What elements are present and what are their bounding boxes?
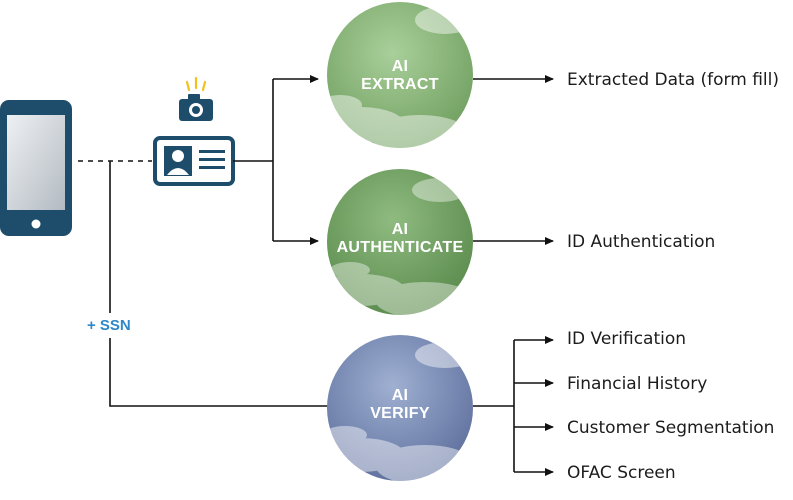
output-ofac-screen: OFAC Screen xyxy=(567,463,676,483)
output-extracted-data: Extracted Data (form fill) xyxy=(567,70,779,90)
ai-authenticate-node: AI AUTHENTICATE xyxy=(327,169,473,315)
ai-extract-line2: EXTRACT xyxy=(361,76,439,93)
id-card-icon xyxy=(153,136,235,186)
output-financial-history: Financial History xyxy=(567,374,707,394)
ai-verify-line1: AI xyxy=(392,387,409,404)
ai-authenticate-line2: AUTHENTICATE xyxy=(337,239,464,256)
camera-flash-icon xyxy=(185,76,207,92)
ai-extract-node: AI EXTRACT xyxy=(327,2,473,148)
ssn-label: + SSN xyxy=(87,317,131,334)
ai-extract-line1: AI xyxy=(392,58,409,75)
output-customer-segmentation: Customer Segmentation xyxy=(567,418,774,438)
output-id-authentication: ID Authentication xyxy=(567,232,715,252)
smartphone-icon xyxy=(0,100,72,236)
ai-verify-node: AI VERIFY xyxy=(327,335,473,481)
ai-authenticate-line1: AI xyxy=(392,221,409,238)
output-id-verification: ID Verification xyxy=(567,329,686,349)
ssn-to-verify-line xyxy=(109,338,340,407)
camera-icon xyxy=(179,94,213,121)
ai-verify-line2: VERIFY xyxy=(370,405,430,422)
